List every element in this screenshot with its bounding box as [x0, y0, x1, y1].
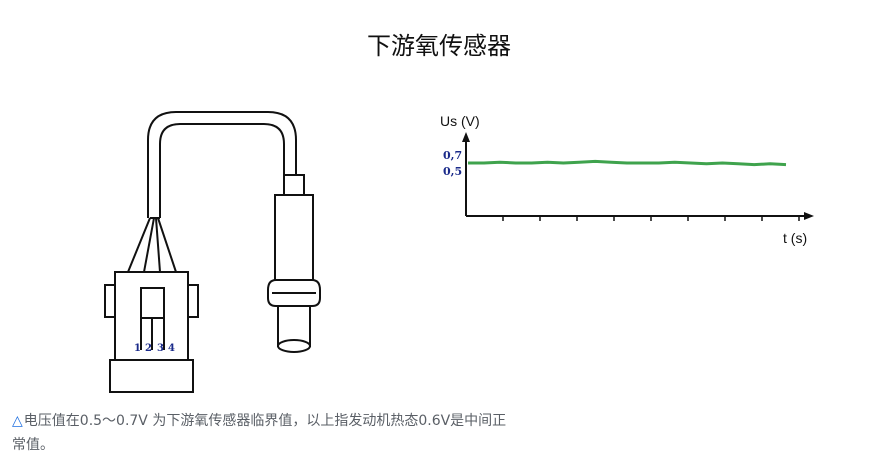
pin-label: 3 — [157, 343, 164, 354]
x-axis-label: t (s) — [783, 230, 807, 246]
pin-label: 2 — [145, 343, 152, 354]
y-axis-label: Us (V) — [440, 113, 480, 129]
oxygen-sensor-illustration — [104, 111, 321, 393]
voltage-chart: Us (V) t (s) 0,7 0,5 — [440, 113, 814, 246]
x-ticks — [502, 216, 800, 221]
pin-label: 1 — [134, 343, 141, 354]
connector-pin-labels: 1 2 3 4 — [134, 343, 175, 354]
caption-text: 电压值在0.5～0.7V 为下游氧传感器临界值，以上指发动机热态0.6V是中间正… — [12, 413, 507, 453]
triangle-icon: △ — [12, 413, 23, 429]
y-tick-label: 0,5 — [443, 165, 462, 178]
series-line-voltage — [468, 159, 787, 167]
page-title: 下游氧传感器 — [367, 32, 511, 60]
y-axis-arrow — [462, 132, 470, 142]
pin-label: 4 — [168, 343, 175, 354]
x-axis-arrow — [804, 212, 814, 220]
y-tick-label: 0,7 — [443, 149, 462, 162]
caption: △电压值在0.5～0.7V 为下游氧传感器临界值，以上指发动机热态0.6V是中间… — [12, 409, 512, 457]
